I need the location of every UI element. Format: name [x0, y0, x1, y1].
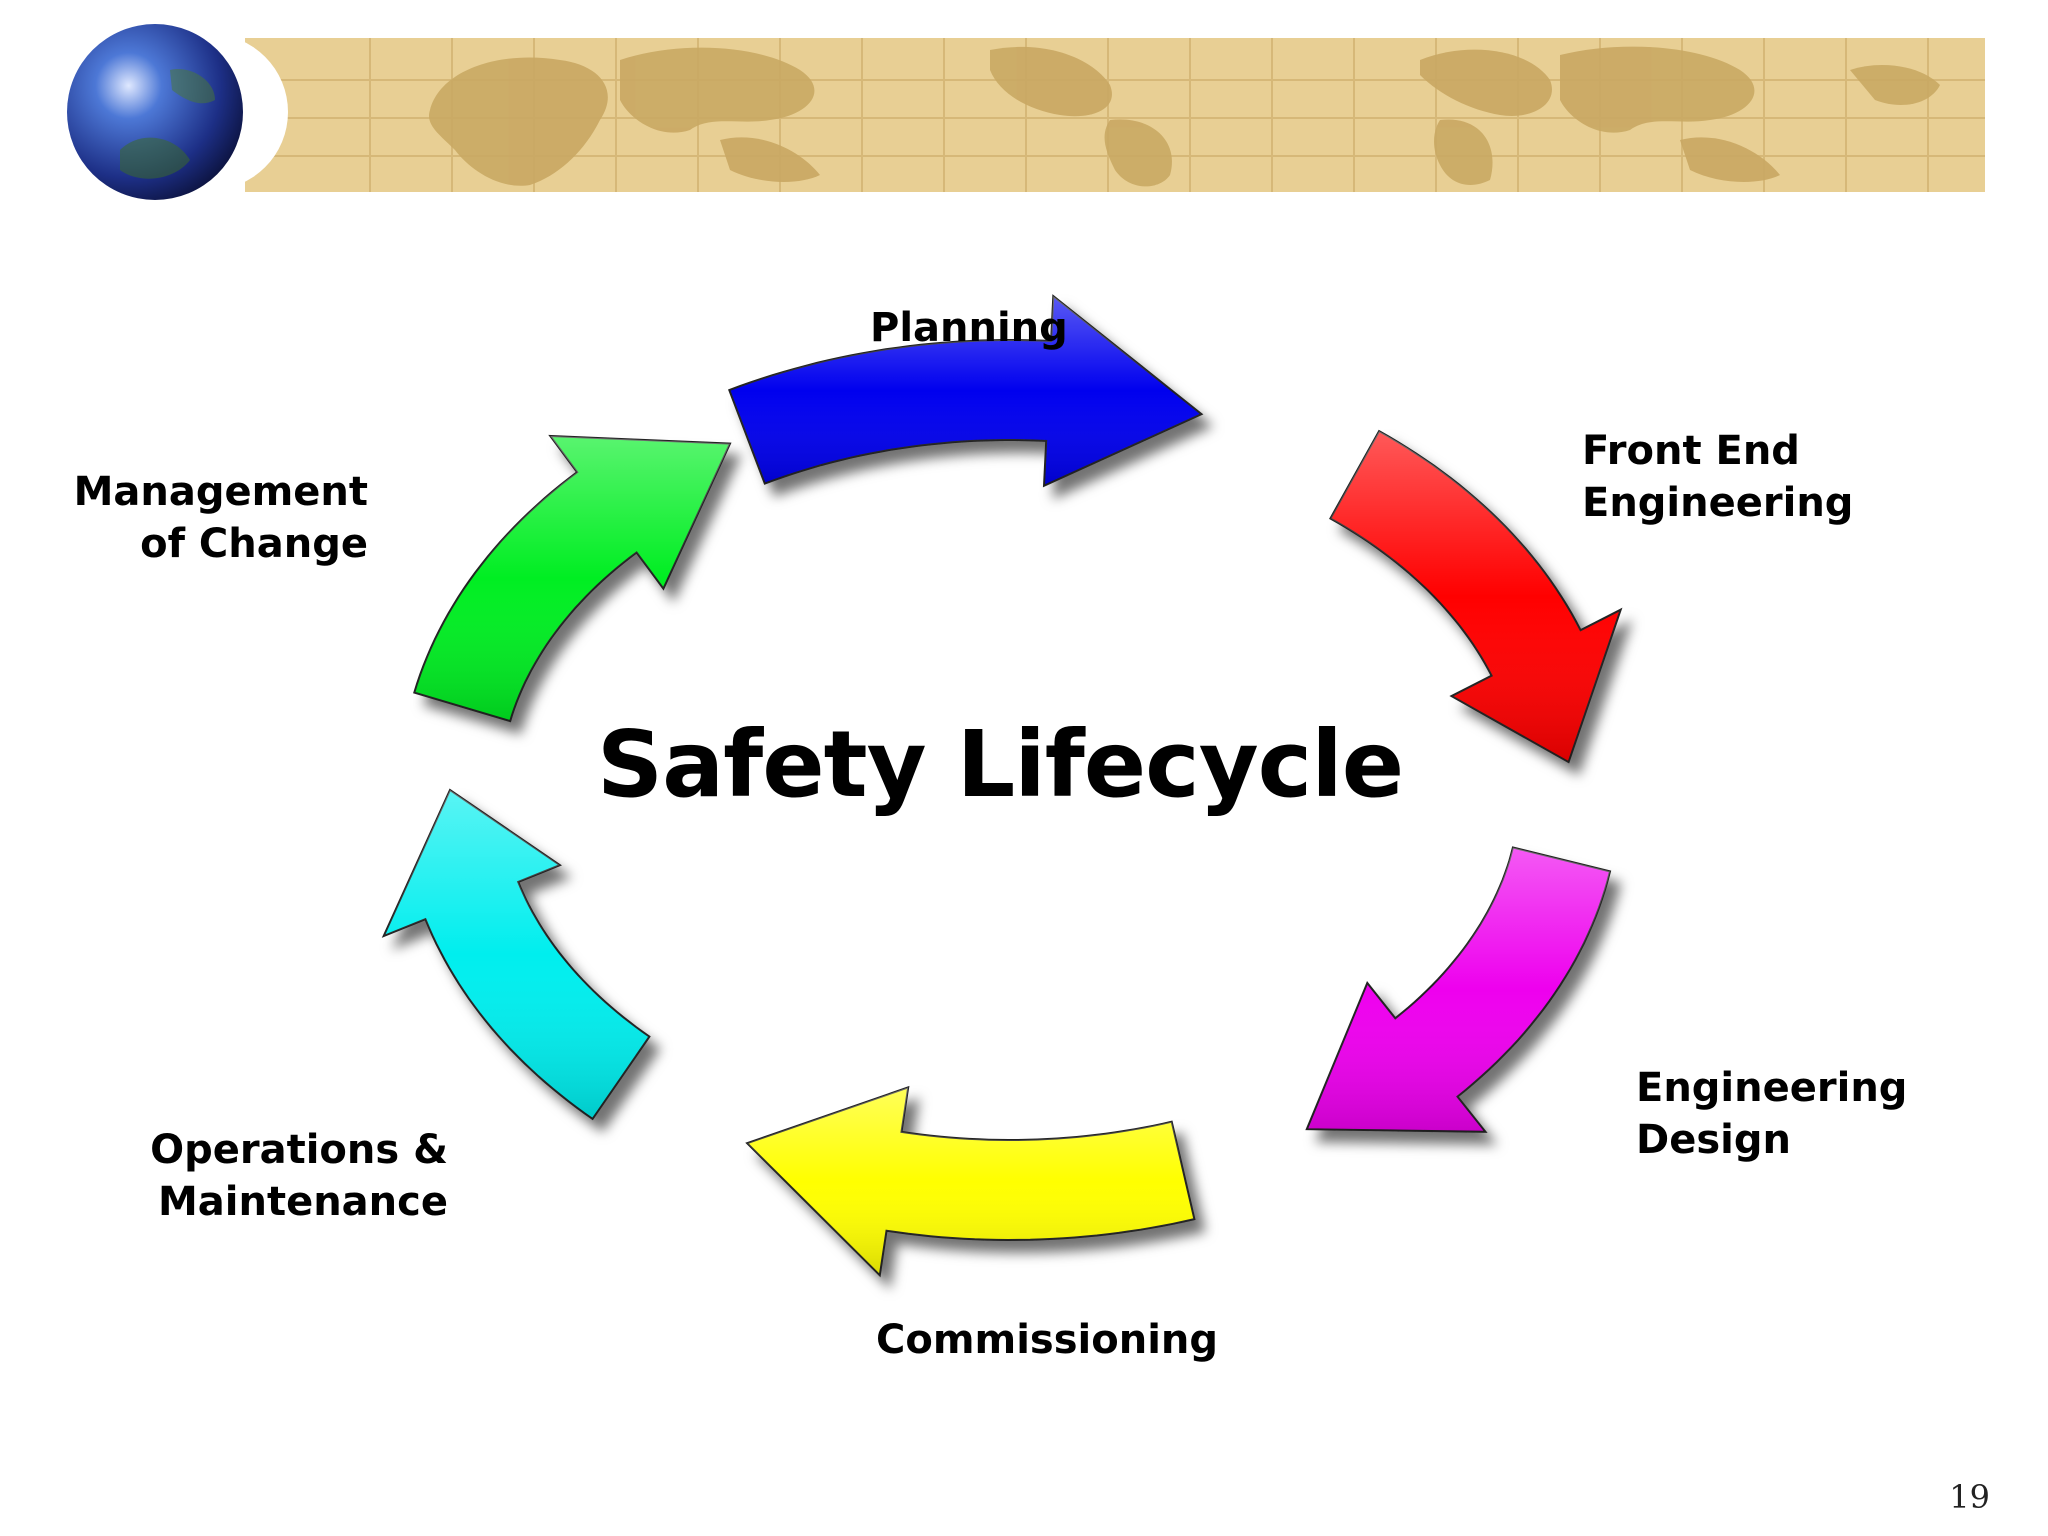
page-number: 19 [1949, 1478, 1990, 1516]
arrow-gloss-engineering-design [1306, 847, 1610, 1132]
arrow-front-end-engineering [1329, 429, 1623, 764]
stage-label-front-end-engineering: Front End Engineering [1582, 428, 1854, 526]
stage-label-operations-maintenance: Operations & Maintenance [150, 1127, 448, 1225]
stage-label-management-of-change: Management of Change [73, 469, 368, 567]
arrow-gloss-front-end-engineering [1330, 431, 1621, 763]
world-map [429, 46, 1940, 187]
header-banner [67, 24, 1985, 200]
arrow-engineering-design [1305, 846, 1612, 1133]
arrow-ring [381, 294, 1623, 1278]
arrow-operations-maintenance [381, 788, 651, 1121]
arrow-gloss-operations-maintenance [383, 790, 650, 1119]
diagram-title: Safety Lifecycle [596, 711, 1404, 818]
arrow-gloss-planning [729, 296, 1202, 486]
arrow-gloss-management-of-change [414, 436, 730, 722]
stage-label-commissioning: Commissioning [876, 1317, 1219, 1363]
arrow-gloss-commissioning [747, 1087, 1195, 1276]
arrow-commissioning [745, 1085, 1196, 1278]
arrow-planning [728, 294, 1204, 488]
globe-icon [67, 24, 243, 200]
stage-label-planning: Planning [870, 305, 1068, 351]
arrow-management-of-change [413, 434, 732, 723]
stage-label-engineering-design: Engineering Design [1636, 1065, 1908, 1163]
